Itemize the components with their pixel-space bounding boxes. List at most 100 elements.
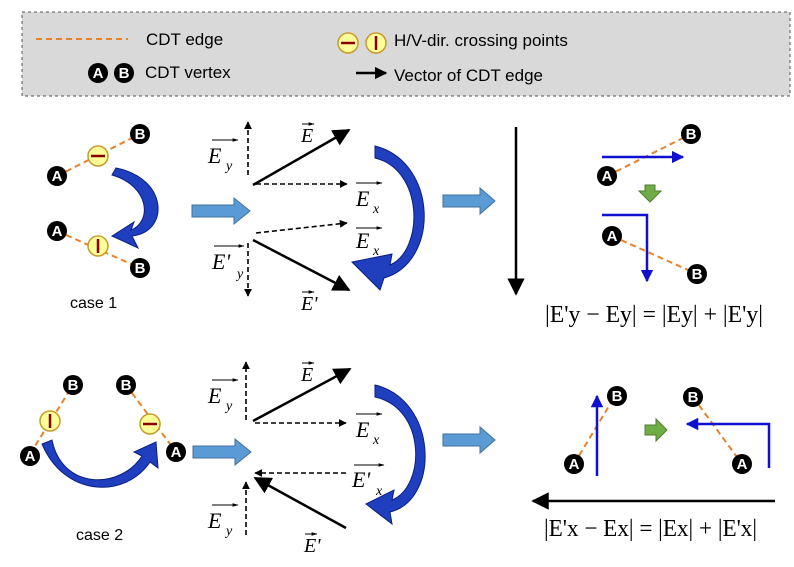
case2-result-vertex-a-right: A: [732, 454, 752, 474]
case1-formula: |E'y − Ey| = |Ey| + |E'y|: [545, 302, 763, 328]
case1-process-arrow-1: [191, 196, 251, 226]
case2-label-ex: E x: [355, 412, 383, 448]
svg-text:E: E: [300, 364, 313, 386]
case2-vectors: [242, 361, 352, 535]
svg-text:y: y: [224, 524, 233, 539]
legend-cdt-vertex-label: CDT vertex: [145, 63, 231, 82]
svg-text:B: B: [612, 388, 623, 405]
case2-vertex-a-right: A: [166, 442, 186, 462]
svg-text:A: A: [171, 444, 182, 461]
svg-text:E: E: [207, 383, 222, 408]
case2-result-vertex-a-left: A: [564, 454, 584, 474]
case1-green-arrow: [637, 184, 663, 203]
svg-text:A: A: [52, 223, 63, 240]
svg-text:y: y: [224, 159, 233, 174]
case2-v-crossing-point: [39, 410, 61, 432]
case1-rotation-arrow-2: [350, 145, 425, 291]
case1-label-ey-prime: E' y: [211, 244, 245, 282]
svg-text:A: A: [737, 456, 748, 473]
case1-label-ex-2: E x: [355, 226, 383, 259]
case2-rotation-arrow-2: [365, 384, 426, 526]
svg-text:y: y: [235, 267, 244, 282]
case2-process-arrow-1: [192, 437, 252, 467]
case1-result-top: A B: [597, 124, 701, 186]
svg-text:B: B: [68, 377, 79, 394]
svg-text:|E'y − Ey| = |Ey| + |E'y|: |E'y − Ey| = |Ey| + |E'y|: [545, 302, 763, 328]
case2-vertex-b-left: B: [63, 375, 83, 395]
case2-process-arrow-2: [442, 425, 496, 455]
case2-result-right: B A: [683, 387, 771, 474]
svg-text:B: B: [135, 126, 146, 143]
case2-left-graphic: A B B A: [20, 375, 186, 488]
case2-label-ex-prime: E' x: [351, 463, 385, 499]
case2-h-crossing-point: [139, 413, 161, 435]
case2-rotation-arrow: [41, 439, 159, 488]
svg-text:y: y: [224, 399, 233, 414]
case1-v-crossing-point: [87, 235, 109, 257]
case1-label-ey: E y: [207, 138, 239, 174]
svg-text:B: B: [135, 260, 146, 277]
svg-text:B: B: [686, 126, 697, 143]
case1-result-vertex-b-bottom: B: [687, 264, 707, 284]
case2-label-e-prime: E': [303, 532, 321, 557]
legend-cdt-edge-label: CDT edge: [146, 30, 223, 49]
svg-text:A: A: [569, 456, 580, 473]
svg-text:E: E: [207, 143, 222, 168]
legend-crossing-label: H/V-dir. crossing points: [394, 31, 568, 50]
case1-h-crossing-point: [87, 145, 109, 167]
case1-label-e-prime: E': [300, 290, 318, 315]
case1-vertex-a-top: A: [47, 166, 67, 186]
case2-result-left: A B: [564, 386, 627, 476]
svg-text:E': E': [303, 535, 321, 557]
case1-left-graphic: A B A B: [47, 124, 159, 278]
svg-text:x: x: [372, 244, 380, 259]
case2-label-e: E: [300, 361, 315, 386]
case1-result-bottom: A B: [602, 213, 707, 284]
case2-green-arrow: [644, 417, 668, 443]
svg-text:E: E: [355, 228, 370, 253]
case1-label-e: E: [300, 122, 315, 147]
svg-text:B: B: [121, 377, 132, 394]
case1-result-vertex-b-top: B: [681, 124, 701, 144]
svg-text:A: A: [602, 168, 613, 185]
svg-text:E': E': [351, 467, 370, 492]
legend-box: CDT edge A B CDT vertex H/V-dir. crossin…: [21, 11, 791, 97]
case1-vertex-b-bottom: B: [130, 258, 150, 278]
case2-result-vertex-b-right: B: [683, 387, 703, 407]
svg-text:B: B: [688, 389, 699, 406]
case2-label-ey-2: E y: [207, 503, 239, 539]
svg-text:x: x: [372, 433, 380, 448]
svg-text:|E'x − Ex| = |Ex| + |E'x|: |E'x − Ex| = |Ex| + |E'x|: [544, 516, 757, 542]
svg-text:E: E: [355, 417, 370, 442]
svg-text:E: E: [207, 508, 222, 533]
svg-text:E: E: [355, 186, 370, 211]
case2-formula: |E'x − Ex| = |Ex| + |E'x|: [544, 516, 757, 542]
case1-process-arrow-2: [442, 186, 496, 216]
case1-label-ex: E x: [355, 181, 383, 217]
legend-h-crossing-icon: [337, 32, 359, 54]
case2-label-ey: E y: [207, 378, 239, 414]
svg-text:A: A: [607, 228, 618, 245]
svg-text:x: x: [375, 484, 383, 499]
svg-text:A: A: [93, 65, 104, 82]
svg-text:B: B: [692, 266, 703, 283]
legend-vector-label: Vector of CDT edge: [394, 66, 543, 85]
svg-text:x: x: [372, 202, 380, 217]
case1-result-vertex-a-top: A: [597, 166, 617, 186]
case1-result-vertex-a-bottom: A: [602, 226, 622, 246]
svg-text:B: B: [119, 65, 130, 82]
case2-result-vertex-b-left: B: [607, 386, 627, 406]
svg-text:E': E': [300, 293, 318, 315]
legend-vertex-b-icon: B: [114, 63, 134, 83]
svg-text:A: A: [52, 168, 63, 185]
case2-vertex-b-right: B: [116, 375, 136, 395]
svg-text:A: A: [25, 448, 36, 465]
case1-vertex-b-top: B: [130, 124, 150, 144]
case2-vertex-a-left: A: [20, 446, 40, 466]
case1-rotation-arrow: [110, 167, 159, 250]
legend-vertex-a-icon: A: [88, 63, 108, 83]
svg-text:E': E': [211, 249, 230, 274]
case1-label: case 1: [70, 295, 117, 312]
case1-vertex-a-bottom: A: [47, 221, 67, 241]
